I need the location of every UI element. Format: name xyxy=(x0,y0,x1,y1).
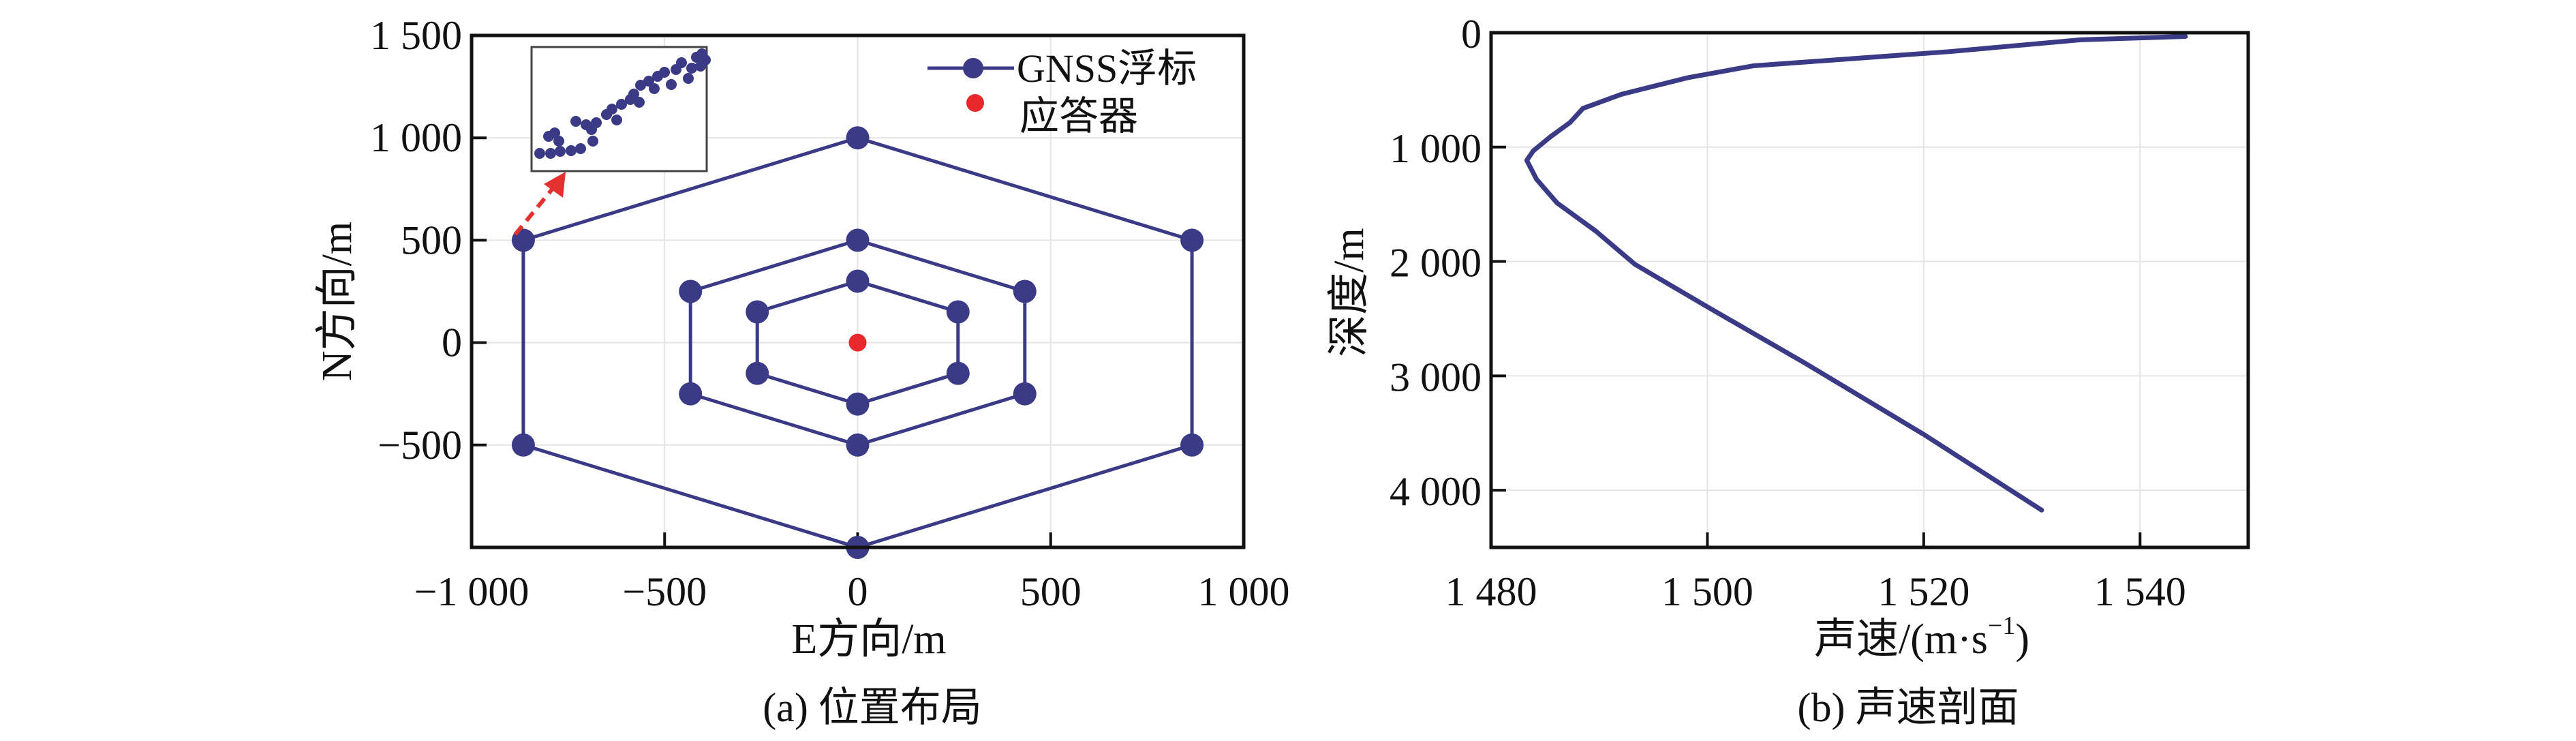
x-axis-label-b-sup: −1 xyxy=(1988,611,2015,640)
y-tick-label: 2 000 xyxy=(1390,241,1482,286)
buoy-marker xyxy=(1180,228,1204,252)
x-axis-label-a: E方向/m xyxy=(791,616,946,663)
x-axis-label-b-end: ) xyxy=(2015,616,2029,663)
plot-frame xyxy=(1489,31,2250,549)
y-tick-label: 0 xyxy=(442,320,462,365)
y-tick-label: 4 000 xyxy=(1390,469,1482,514)
inset-dot xyxy=(566,145,577,156)
legend-label-gnss: GNSS浮标 xyxy=(1017,46,1197,91)
buoy-marker xyxy=(846,392,870,416)
inset-dot xyxy=(607,104,617,115)
inset-dot xyxy=(686,63,697,74)
chart-sound-speed-profile: 1 480 1 500 1 520 1 540 0 1 000 2 000 3 000 4 00… xyxy=(1390,12,2250,614)
chart-position-layout: −1 000 −500 0 500 1 000 −500 0 500 1 000 1 500 xyxy=(370,13,1290,614)
x-axis-label-b-main: 声速/(m·s xyxy=(1814,616,1988,663)
sound-speed-curve xyxy=(1524,34,2188,513)
buoy-marker xyxy=(511,433,535,457)
inset-dot xyxy=(683,73,694,84)
inset-dot xyxy=(553,136,564,147)
y-tick-label: 1 500 xyxy=(370,13,462,58)
x-tick-label: 1 000 xyxy=(1198,569,1290,614)
plot-frame xyxy=(470,33,1246,549)
legend: GNSS浮标 应答器 xyxy=(927,46,1197,138)
caption-a: (a) 位置布局 xyxy=(763,685,982,730)
y-tick-label: 0 xyxy=(1461,12,1482,57)
inset-arrow xyxy=(513,172,566,236)
inset-zoom xyxy=(530,46,711,172)
inset-dot xyxy=(587,136,598,147)
buoy-marker xyxy=(1180,433,1204,457)
x-tick-label: 500 xyxy=(1020,569,1082,614)
inset-dot xyxy=(555,146,566,157)
transponder-marker xyxy=(848,333,867,352)
y-axis-label-b: 深度/m xyxy=(1326,228,1373,357)
inset-dot xyxy=(628,89,639,100)
inset-dot xyxy=(575,143,586,154)
inset-dot xyxy=(611,115,622,125)
x-tick-label: −1 000 xyxy=(414,569,530,614)
buoy-marker xyxy=(1013,279,1037,303)
buoy-marker xyxy=(846,126,870,150)
inset-dot xyxy=(586,124,597,135)
inset-dot xyxy=(634,97,645,108)
buoy-marker xyxy=(846,228,870,252)
x-tick-label: 1 500 xyxy=(1661,569,1753,614)
y-tick-label: 3 000 xyxy=(1390,354,1482,399)
inset-dot xyxy=(700,55,711,65)
legend-label-transponder: 应答器 xyxy=(1019,94,1138,138)
x-tick-label: 0 xyxy=(848,569,868,614)
inset-dot xyxy=(545,148,556,159)
y-tick-label: 500 xyxy=(401,217,462,262)
inset-dot xyxy=(549,127,560,138)
buoy-marker xyxy=(679,382,703,406)
buoy-marker xyxy=(846,269,870,293)
inset-dot xyxy=(676,57,687,68)
buoy-marker xyxy=(946,300,970,324)
inset-dot xyxy=(666,79,677,90)
buoy-marker xyxy=(746,300,769,324)
arrow-head-icon xyxy=(544,172,566,198)
inset-dot xyxy=(643,76,654,87)
inset-dot xyxy=(649,83,660,94)
plot-area xyxy=(1491,33,2248,547)
x-tick-label: 1 540 xyxy=(2094,569,2186,614)
inset-dot xyxy=(534,148,545,159)
buoy-marker xyxy=(846,433,870,457)
x-tick-label: −500 xyxy=(622,569,707,614)
y-axis-label-a: N方向/m xyxy=(314,222,361,381)
y-tick-label: 1 000 xyxy=(1390,126,1482,171)
buoy-marker xyxy=(679,279,703,303)
arrow-shaft xyxy=(513,181,559,236)
legend-marker-transponder xyxy=(966,94,984,112)
caption-b: (b) 声速剖面 xyxy=(1798,685,2019,730)
legend-marker-gnss xyxy=(963,58,983,78)
inset-dot xyxy=(570,116,581,127)
x-axis-label-b: 声速/(m·s−1) xyxy=(1814,611,2029,663)
inset-dot xyxy=(635,80,646,91)
x-tick-label: 1 520 xyxy=(1877,569,1969,614)
y-tick-label: 1 000 xyxy=(370,115,462,160)
buoy-marker xyxy=(746,361,769,385)
buoy-marker xyxy=(946,361,970,385)
buoy-marker xyxy=(1013,382,1037,406)
y-tick-label: −500 xyxy=(378,423,462,468)
inset-dot xyxy=(616,99,627,110)
x-tick-label: 1 480 xyxy=(1445,569,1537,614)
inset-dot xyxy=(659,67,670,78)
